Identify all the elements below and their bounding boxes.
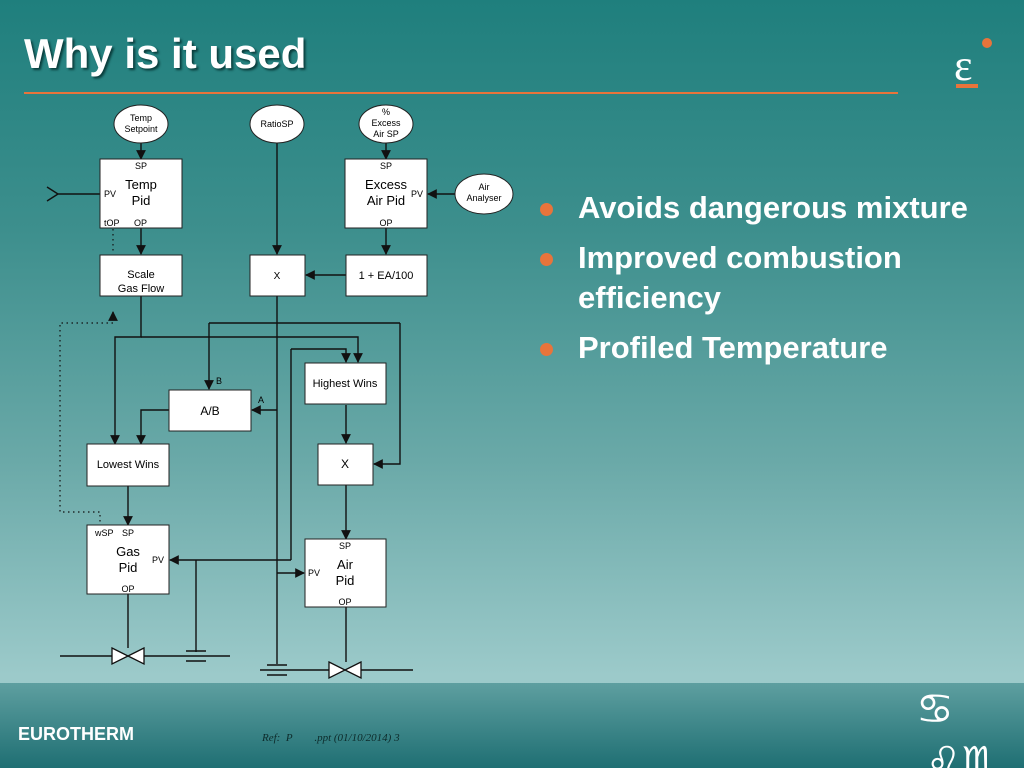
svg-text:♋: ♋ [916, 685, 954, 733]
footer-band [0, 683, 1024, 768]
temp-setpoint-label-1: Temp [130, 113, 152, 123]
excess-air-sp-label-2: Excess [371, 118, 401, 128]
footer-brand: EUROTHERM [18, 724, 134, 744]
temp-setpoint-node: Temp Setpoint [113, 104, 169, 144]
gas-pid-op: OP [121, 584, 134, 594]
excess-air-pid-title-2: Air Pid [367, 193, 405, 208]
temp-setpoint-label-2: Setpoint [124, 124, 158, 134]
air-pid-block: SP Air Pid PV OP [304, 538, 387, 608]
gas-pid-block: wSP SP Gas Pid PV OP [86, 524, 170, 595]
eurotherm-epsilon-logo: ε [954, 38, 992, 90]
gas-pid-title-2: Pid [119, 560, 138, 575]
gas-pid-title-1: Gas [116, 544, 140, 559]
multiply-block-2-label: X [341, 457, 349, 471]
air-pid-title-2: Pid [336, 573, 355, 588]
highest-wins-block: Highest Wins [304, 362, 387, 405]
air-analyser-label-1: Air [479, 182, 490, 192]
air-valve-icon [328, 660, 362, 680]
ab-ratio-label: A/B [200, 404, 219, 418]
air-analyser-label-2: Analyser [466, 193, 501, 203]
title-underline [24, 92, 898, 94]
gas-pid-sp: SP [122, 528, 134, 538]
air-pid-op: OP [338, 597, 351, 607]
temp-pid-sp: SP [135, 161, 147, 171]
bullet-text: Improved combustion efficiency [578, 240, 902, 315]
ea-calc-label: 1 + EA/100 [359, 270, 414, 282]
ratio-sp-node: RatioSP [249, 104, 305, 144]
lowest-wins-label: Lowest Wins [97, 459, 160, 471]
multiply-block-1: X [249, 254, 306, 297]
svg-text:ε: ε [954, 41, 972, 90]
temp-pid-pv: PV [104, 189, 116, 199]
temp-pid-top: tOP [104, 218, 120, 228]
temp-pid-op: OP [134, 218, 147, 228]
highest-wins-label: Highest Wins [313, 378, 378, 390]
ab-input-b-label: B [216, 376, 222, 386]
air-pid-title-1: Air [337, 557, 354, 572]
footer-reference: Ref: P .ppt (01/10/2014) 3 [262, 732, 400, 744]
excess-air-pid-title-1: Excess [365, 177, 407, 192]
gas-pid-wsp: wSP [94, 528, 114, 538]
temp-pid-title-2: Pid [132, 193, 151, 208]
gas-valve-icon [111, 646, 145, 666]
lowest-wins-block: Lowest Wins [86, 443, 170, 487]
scale-gas-flow-label-2: Gas Flow [118, 283, 165, 295]
excess-air-sp-node: % Excess Air SP [358, 104, 414, 144]
air-pid-pv: PV [308, 568, 320, 578]
air-analyser-node: Air Analyser [454, 173, 514, 215]
gas-pid-pv: PV [152, 555, 164, 565]
multiply-block-2: X [317, 443, 374, 486]
bullet-dot-icon [540, 343, 553, 356]
scale-gas-flow-block: Scale Gas Flow [99, 254, 183, 297]
excess-air-pid-sp: SP [380, 161, 392, 171]
temp-pid-block: SP PV Temp Pid tOP OP [99, 158, 183, 229]
multiply-block-1-label: X [274, 271, 281, 282]
bullet-item: Improved combustion efficiency [540, 238, 980, 318]
svg-text:♌♏: ♌♏ [926, 739, 998, 768]
bullet-item: Profiled Temperature [540, 328, 980, 368]
temp-pid-title-1: Temp [125, 177, 157, 192]
scale-gas-flow-label-1: Scale [127, 269, 155, 281]
zodiac-symbols-icon: ♋ ♌♏ [916, 685, 998, 768]
excess-air-pid-pv: PV [411, 189, 423, 199]
slide-title: Why is it used [24, 30, 307, 77]
bullet-text: Avoids dangerous mixture [578, 190, 968, 225]
bullet-dot-icon [540, 203, 553, 216]
excess-air-pid-op: OP [379, 218, 392, 228]
diagram-connections [46, 143, 456, 676]
ratio-sp-label: RatioSP [260, 119, 293, 129]
bullet-item: Avoids dangerous mixture [540, 188, 980, 228]
excess-air-sp-label-1: % [382, 107, 390, 117]
bullet-list: Avoids dangerous mixture Improved combus… [540, 188, 980, 378]
excess-air-pid-block: SP Excess Air Pid PV OP [344, 158, 428, 229]
ab-input-a-label: A [258, 395, 264, 405]
ea-calc-block: 1 + EA/100 [345, 254, 428, 297]
ab-ratio-block: A/B B A [168, 376, 264, 432]
air-pid-sp: SP [339, 541, 351, 551]
excess-air-sp-label-3: Air SP [373, 129, 399, 139]
bullet-text: Profiled Temperature [578, 330, 888, 365]
bullet-dot-icon [540, 253, 553, 266]
